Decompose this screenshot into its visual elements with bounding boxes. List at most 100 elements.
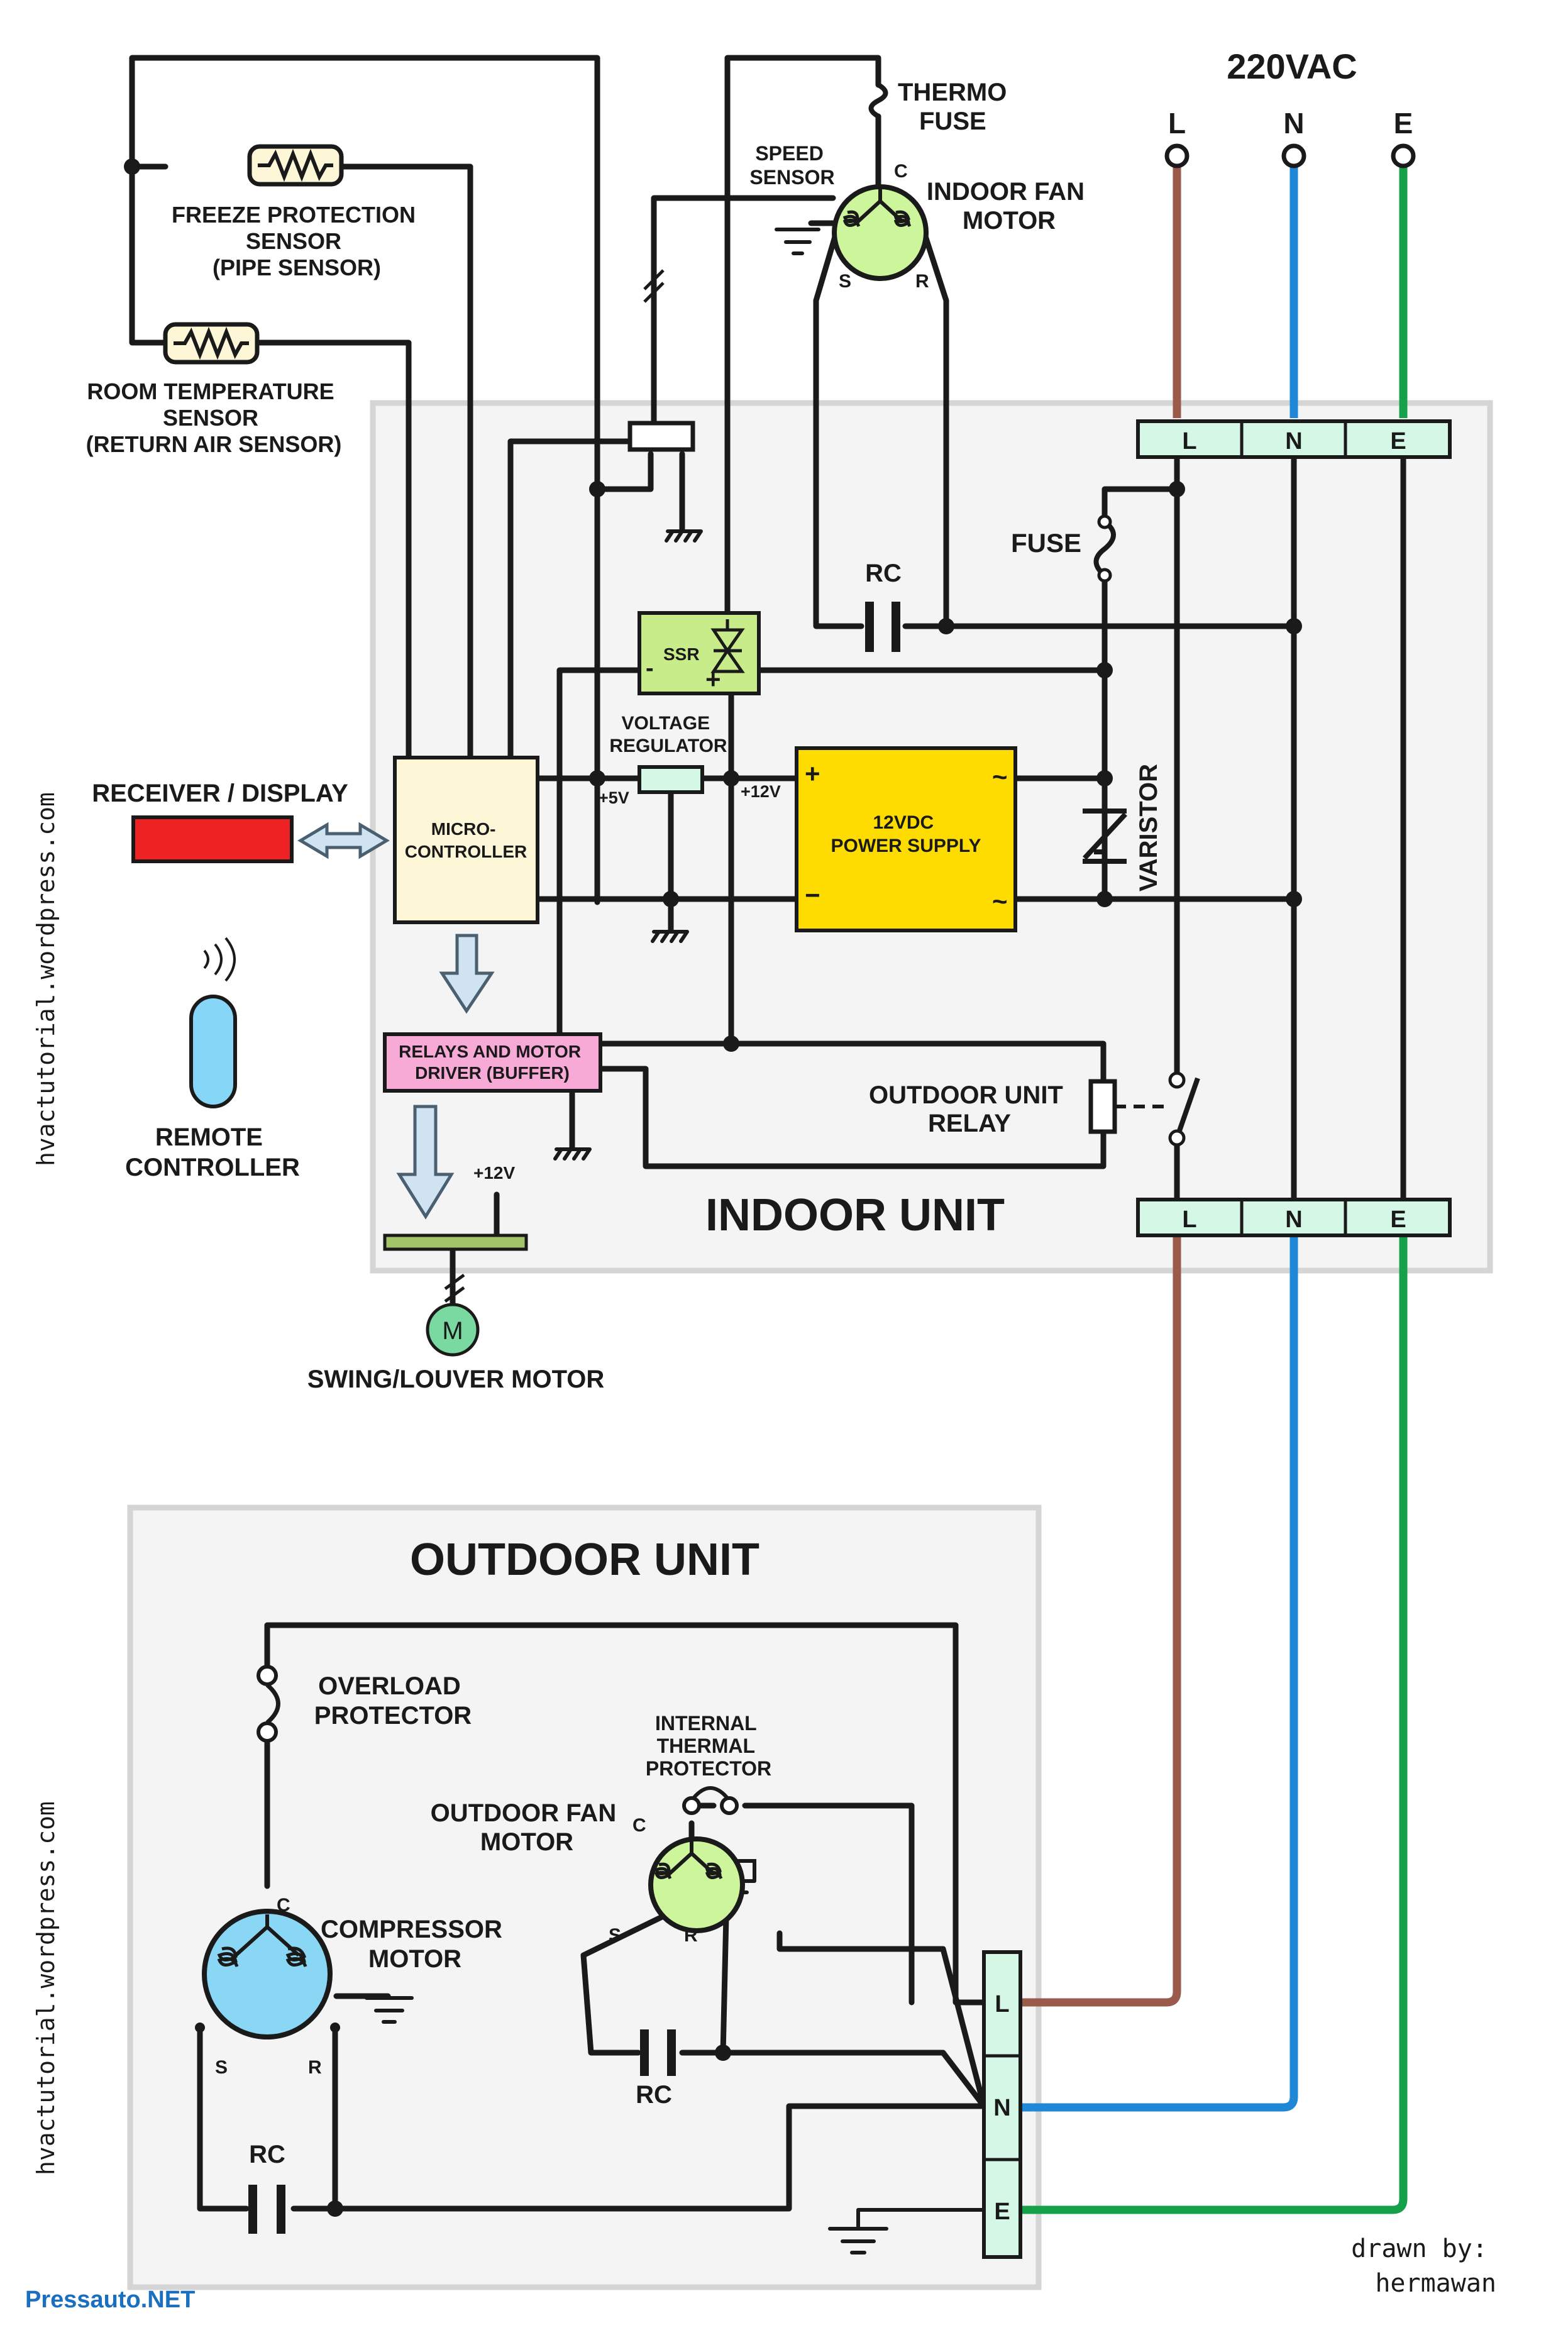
svg-text:OVERLOAD PROTECTOR: OVERLOAD PROTECTOR (314, 1672, 472, 1730)
outdoor-fan-rc-label: RC (636, 2081, 672, 2109)
label-plus-5v: +5V (599, 788, 629, 807)
outdoor-unit-title: OUTDOOR UNIT (410, 1535, 759, 1585)
line-L-outdoor (1020, 1235, 1181, 2007)
signal-hash (643, 269, 665, 303)
svg-text:RELAYS AND MOTOR DRIVER (B: RELAYS AND MOTOR DRIVER (BUFFER) (399, 1042, 586, 1083)
remote-controller (189, 995, 237, 1108)
relays-motor-driver (383, 1032, 602, 1093)
compressor-rc (248, 2185, 285, 2234)
power-supply-minus: − (805, 880, 820, 910)
internal-thermal-protector (682, 1786, 739, 1815)
supply-title: 220VAC (1227, 47, 1357, 86)
indoor-rc-capacitor (865, 602, 900, 652)
line-N-outdoor (1020, 1235, 1298, 2112)
power-supply-ac-bottom: ~ (992, 886, 1008, 916)
microcontroller (393, 756, 539, 924)
power-supply-ac-top: ~ (992, 762, 1008, 792)
varistor-label: VARISTOR (1135, 764, 1162, 891)
indoor-rc-label: RC (865, 560, 902, 587)
compressor-pin-r: R (308, 2057, 322, 2078)
remote-label-1: REMOTE (155, 1123, 263, 1151)
relays-label-2: DRIVER (BUFFER) (415, 1063, 570, 1083)
swing-louver-motor (426, 1303, 480, 1357)
outdoor-unit-relay-coil (1088, 1079, 1117, 1134)
ssr-label: SSR (663, 644, 700, 664)
overload-label-2: PROTECTOR (314, 1702, 472, 1730)
freeze-sensor-label-3: (PIPE SENSOR) (213, 255, 381, 280)
fuse-label: FUSE (1011, 528, 1081, 558)
indoor-fan-label-2: MOTOR (963, 207, 1056, 235)
svg-text:MICRO- CONTROLLER: MICRO- CONTROLLER (405, 819, 527, 861)
outdoor-fan-pin-s: S (609, 1925, 621, 1946)
swing-hash (444, 1273, 465, 1303)
indoor-junctions (124, 158, 1302, 1052)
compressor-rc-label: RC (249, 2141, 285, 2168)
outdoor-fan-motor (648, 1836, 745, 1933)
credit-line-2: hermawan (1375, 2269, 1496, 2298)
outdoor-terminal-E: E (994, 2199, 1010, 2225)
terminal-bottom-N: N (1285, 1206, 1302, 1233)
thermo-fuse-label-1: THERMO (898, 79, 1007, 106)
svg-text:OUTDOOR UNIT RELAY: OUTDOOR UNIT RELAY (869, 1081, 1070, 1137)
microcontroller-label-1: MICRO- (431, 819, 496, 839)
watermark-bottom: hvactutorial.wordpress.com (32, 1801, 60, 2175)
terminal-top-L: L (1182, 428, 1196, 455)
outdoor-terminal-L: L (995, 1991, 1009, 2017)
down-arrow-micro (439, 934, 495, 1014)
overload-label-1: OVERLOAD (318, 1672, 461, 1700)
supply-terminal-N (1281, 143, 1306, 168)
svg-text:SPEED SENSOR: SPEED SENSOR (749, 142, 834, 189)
swing-motor-driver-bar (383, 1233, 528, 1251)
compressor-pin-c: C (277, 1895, 290, 1916)
compressor-label-1: COMPRESSOR (321, 1916, 502, 1943)
svg-text:FREEZE PROTECTION SENSOR: FREEZE PROTECTION SENSOR (PIPE SENSOR) (172, 202, 422, 280)
speed-sensor-label-2: SENSOR (749, 166, 834, 189)
terminal-top-N: N (1285, 428, 1302, 455)
terminal-bottom-L: L (1182, 1206, 1196, 1233)
ssr-minus: - (646, 655, 654, 682)
line-E-outdoor (1020, 1235, 1408, 2214)
thermo-fuse-symbol (868, 82, 888, 119)
internal-thermal-label-3: PROTECTOR (646, 1757, 771, 1780)
terminal-block-top (1136, 419, 1452, 459)
voltage-regulator-label-2: REGULATOR (609, 736, 727, 756)
terminal-bottom-E: E (1390, 1206, 1406, 1233)
swing-12v-label: +12V (473, 1163, 515, 1183)
ground-symbols (553, 228, 820, 1161)
outdoor-wires (197, 1622, 987, 2212)
outdoor-unit-frame (127, 1504, 1042, 2290)
power-supply-label-2: POWER SUPPLY (831, 836, 981, 856)
freeze-sensor-label-1: FREEZE PROTECTION (172, 202, 416, 228)
room-sensor-label-2: SENSOR (163, 405, 258, 431)
outdoor-fan-pin-r: R (684, 1925, 698, 1946)
voltage-regulator (638, 765, 704, 794)
supply-label-E: E (1394, 107, 1413, 140)
svg-text:drawn by: hermawan: drawn by: hermawan (1351, 2234, 1503, 2298)
credit-line-1: drawn by: (1351, 2234, 1488, 2263)
relay-switch-contact (1174, 1077, 1200, 1139)
outdoor-relay-label-1: OUTDOOR UNIT (869, 1081, 1063, 1109)
relays-label-1: RELAYS AND MOTOR (399, 1042, 581, 1061)
compressor-pin-s: S (215, 2057, 228, 2078)
mains-lines (1020, 157, 1408, 2214)
outdoor-fan-label-1: OUTDOOR FAN (431, 1799, 617, 1827)
outdoor-fan-rc (640, 2029, 676, 2076)
thermo-fuse-label-2: FUSE (919, 108, 986, 135)
power-supply-plus: + (805, 759, 820, 788)
indoor-fan-pin-c: C (894, 161, 908, 182)
supply-terminal-L (1164, 143, 1190, 168)
receiver-label: RECEIVER / DISPLAY (92, 780, 348, 807)
ssr-triac-symbol (710, 619, 745, 673)
svg-text:REMOTE CONTROLLER: REMOTE CONTROLLER (125, 1123, 300, 1181)
speed-sensor-label-1: SPEED (755, 142, 823, 165)
remote-label-2: CONTROLLER (125, 1154, 300, 1181)
supply-terminal-E (1391, 143, 1416, 168)
bidirectional-arrow (297, 822, 390, 859)
terminal-top-E: E (1390, 428, 1406, 455)
svg-text:ROOM TEMPERATURE SENSOR: ROOM TEMPERATURE SENSOR (RETURN AIR SENS… (86, 378, 342, 457)
label-plus-12v: +12V (741, 782, 781, 801)
swing-motor-label: SWING/LOUVER MOTOR (307, 1366, 605, 1393)
site-label: Pressauto.NET (25, 2287, 195, 2313)
svg-text:INTERNAL THERMAL PROTE: INTERNAL THERMAL PROTECTOR (646, 1712, 771, 1780)
